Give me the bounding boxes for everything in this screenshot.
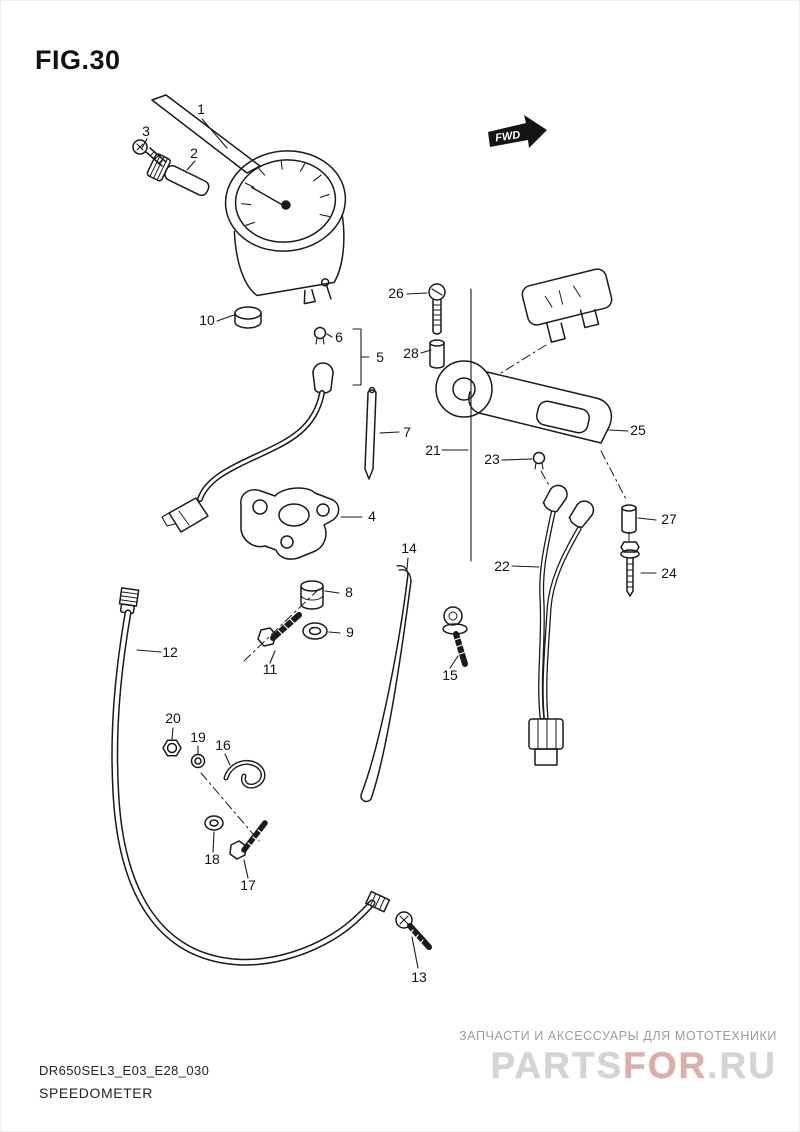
spacer-27: [621, 504, 637, 534]
bracket-5: [352, 328, 370, 386]
part-label-6: 6: [335, 329, 343, 345]
part-label-27: 27: [661, 511, 677, 527]
part-label-15: 15: [442, 667, 458, 683]
part-label-26: 26: [388, 285, 404, 301]
screw-13: [395, 911, 432, 950]
part-label-4: 4: [368, 508, 376, 524]
part-label-9: 9: [346, 624, 354, 640]
bolt-11: [257, 612, 302, 647]
watermark-brand-part3: .RU: [707, 1045, 777, 1086]
screw-26: [428, 283, 446, 335]
part-label-21: 21: [425, 442, 441, 458]
bulb-socket-wire: [161, 362, 334, 533]
part-label-28: 28: [403, 345, 419, 361]
screw-3: [132, 139, 167, 167]
speed-sensor-25: [435, 268, 613, 444]
watermark: ЗАПЧАСТИ И АКСЕССУАРЫ ДЛЯ МОТОТЕХНИКИ PA…: [459, 1029, 777, 1084]
bulb-23: [532, 451, 546, 470]
grommet-8: [300, 580, 324, 610]
part-label-19: 19: [190, 729, 206, 745]
watermark-brand: PARTSFOR.RU: [459, 1047, 777, 1084]
spacer-28: [429, 339, 445, 369]
part-label-13: 13: [411, 969, 427, 985]
watermark-brand-part2: FOR: [623, 1045, 708, 1086]
speedometer-gauge: [224, 150, 347, 305]
part-label-18: 18: [204, 851, 220, 867]
part-label-12: 12: [162, 644, 178, 660]
figure-name: SPEEDOMETER: [39, 1085, 153, 1101]
figure-title: FIG.30: [35, 45, 121, 75]
part-label-16: 16: [215, 737, 231, 753]
watermark-tagline: ЗАПЧАСТИ И АКСЕССУАРЫ ДЛЯ МОТОТЕХНИКИ: [459, 1029, 777, 1043]
part-label-20: 20: [165, 710, 181, 726]
watermark-brand-part1: PARTS: [490, 1045, 624, 1086]
pin-7: [364, 386, 377, 480]
part-label-22: 22: [494, 558, 510, 574]
cap-10: [234, 306, 262, 329]
bolt-17: [229, 820, 268, 860]
part-label-7: 7: [403, 424, 411, 440]
part-label-17: 17: [240, 877, 256, 893]
washer-18: [204, 815, 224, 831]
part-label-8: 8: [345, 584, 353, 600]
nut-20: [162, 739, 182, 757]
part-label-14: 14: [401, 540, 417, 556]
clamp-16: [223, 760, 266, 789]
part-label-3: 3: [142, 123, 150, 139]
fwd-label: FWD: [495, 129, 522, 144]
bracket-plate-4: [240, 487, 340, 560]
washer-19: [190, 753, 206, 769]
part-label-10: 10: [199, 312, 215, 328]
part-label-5: 5: [376, 349, 384, 365]
part-label-1: 1: [197, 101, 205, 117]
screw-24: [620, 541, 640, 597]
part-label-24: 24: [661, 565, 677, 581]
cable-guide-14: [360, 565, 412, 803]
mount-bracket-1: [151, 94, 261, 174]
bulb-6: [313, 326, 327, 345]
assembly-axis-lines: [200, 344, 630, 842]
part-label-2: 2: [190, 145, 198, 161]
fwd-arrow-icon: [488, 115, 547, 148]
wire-harness-22: [528, 484, 595, 766]
screw-15: [442, 606, 468, 667]
leader-lines: [136, 118, 657, 969]
part-label-11: 11: [263, 661, 278, 677]
part-label-23: 23: [484, 451, 500, 467]
part-label-25: 25: [630, 422, 646, 438]
reset-knob-2: [146, 153, 210, 197]
figure-code: DR650SEL3_E03_E28_030: [39, 1063, 210, 1078]
speedo-cable-12: [111, 587, 391, 966]
nut-9: [302, 622, 328, 640]
